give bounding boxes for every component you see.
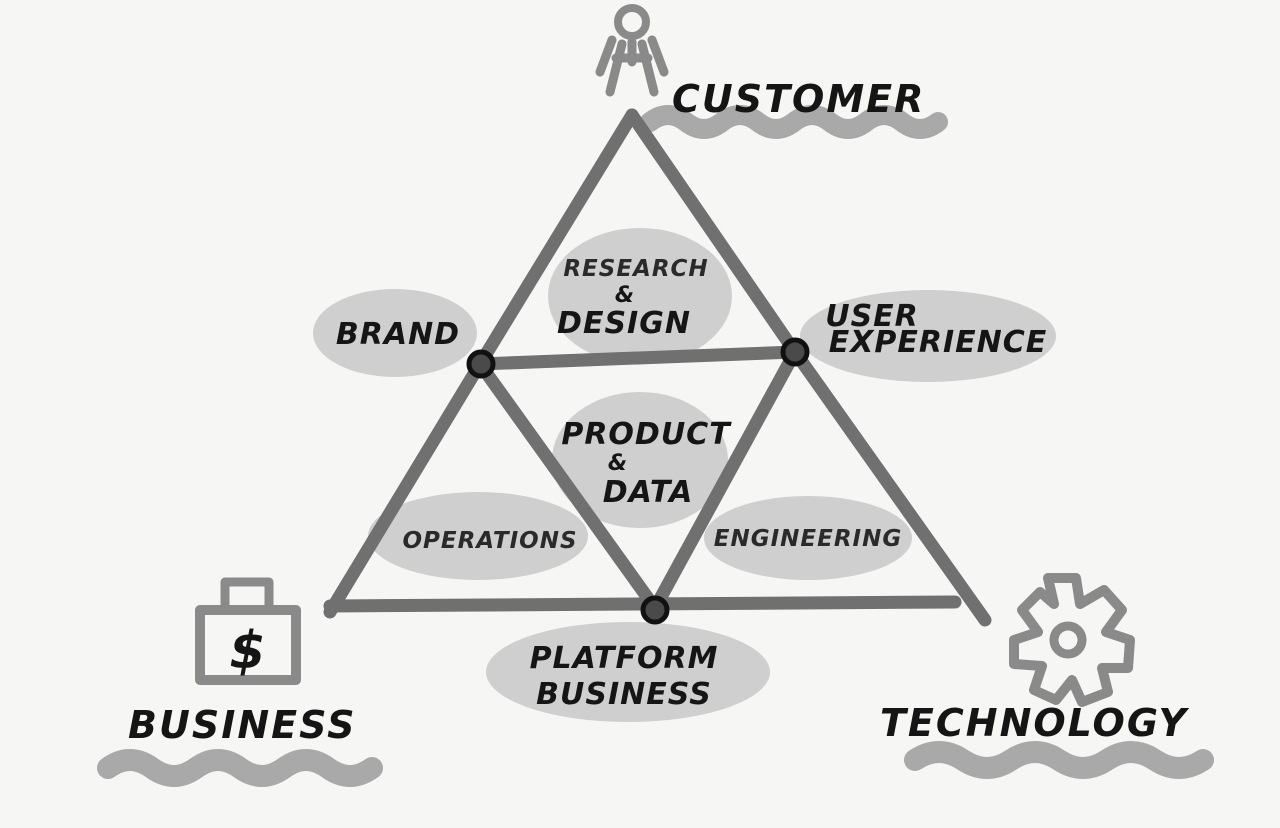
gear-hub (1049, 621, 1087, 659)
bag-body (195, 605, 301, 685)
label-experience: EXPERIENCE (829, 325, 1047, 360)
edge-inner-right (648, 345, 802, 615)
edge-left-lower (323, 357, 487, 619)
gear-icon (1009, 573, 1135, 707)
label-brand: BRAND (336, 317, 460, 352)
underline-customer (640, 105, 948, 139)
label-product-amp: & (608, 451, 628, 476)
label-user: USER (825, 299, 919, 334)
wash-engineering (704, 496, 912, 580)
person-body (595, 35, 669, 97)
corner-underlines (97, 105, 1214, 787)
edge-left-upper (473, 108, 639, 371)
edge-inner-left (473, 357, 662, 615)
wash-operations (368, 492, 588, 580)
edge-middle-horizontal (473, 345, 802, 371)
node-bottom (640, 595, 670, 625)
label-business: BUSINESS (128, 703, 356, 747)
label-research-amp: & (615, 283, 635, 308)
person-head (614, 4, 650, 40)
label-product: PRODUCT (561, 417, 732, 452)
wash-research-design (548, 228, 732, 364)
label-engineering: ENGINEERING (714, 526, 902, 552)
label-operations: OPERATIONS (402, 528, 577, 554)
label-research: RESEARCH (563, 256, 708, 282)
region-washes (313, 228, 1056, 722)
label-design: DESIGN (557, 306, 691, 341)
wash-brand (313, 289, 477, 377)
label-customer: CUSTOMER (672, 77, 925, 121)
underline-technology (904, 741, 1214, 779)
label-platform: PLATFORM (530, 641, 719, 676)
wash-product-data (552, 392, 728, 528)
triangle-edges (323, 108, 992, 627)
edge-right-lower (788, 345, 992, 627)
node-right (780, 337, 810, 367)
underline-business (97, 749, 383, 787)
wash-user-experience (800, 290, 1056, 382)
person-icon (595, 4, 669, 97)
label-data: DATA (603, 475, 694, 510)
label-platform-business: BUSINESS (536, 677, 712, 712)
money-symbol: $ (229, 621, 266, 681)
node-left (466, 349, 496, 379)
wash-platform-business (486, 622, 770, 722)
edge-right-upper (625, 108, 802, 359)
junction-nodes (466, 337, 810, 625)
label-technology: TECHNOLOGY (880, 701, 1189, 745)
gear-outline (1009, 573, 1135, 707)
money-bag-icon: $ (195, 577, 301, 685)
